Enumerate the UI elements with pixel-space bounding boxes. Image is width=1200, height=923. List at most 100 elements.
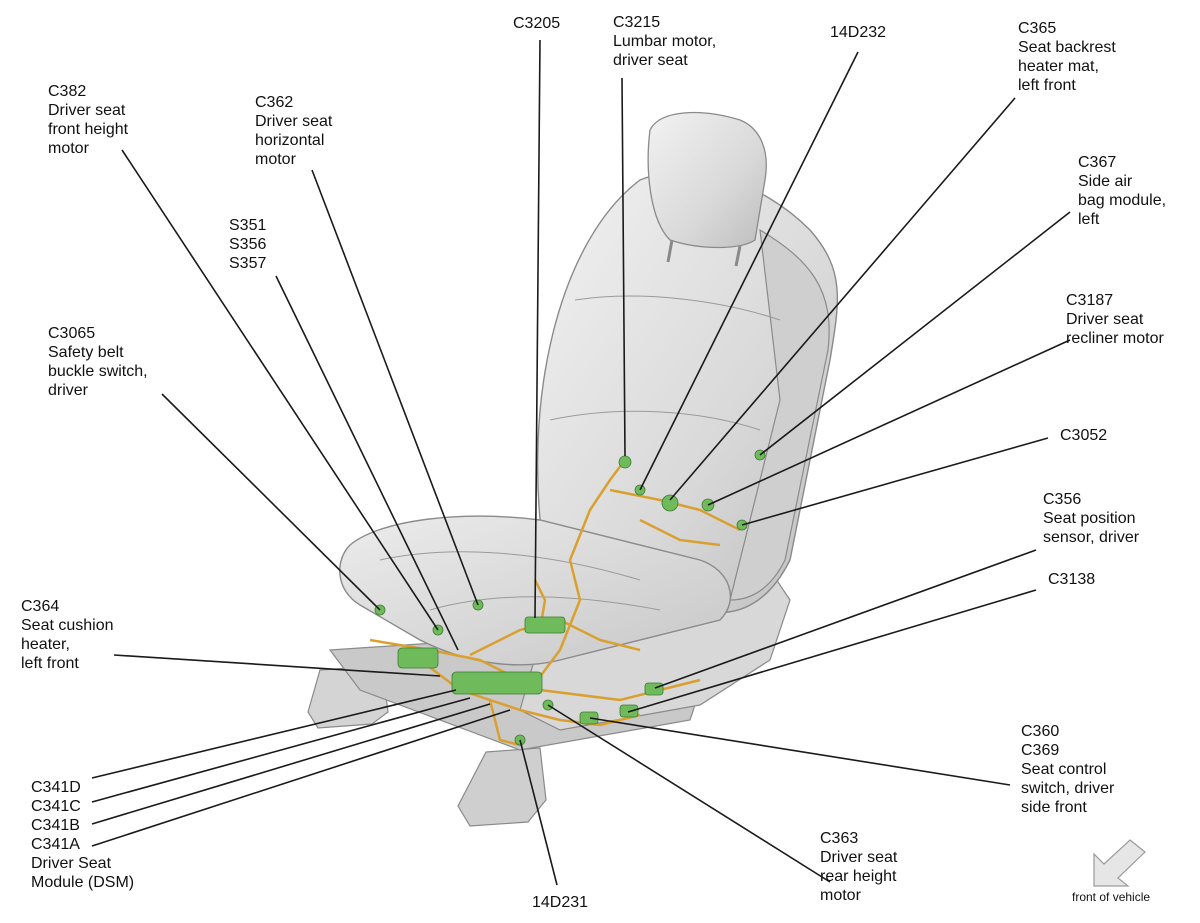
label-14d232: 14D232	[830, 23, 886, 42]
seat-illustration	[307, 112, 839, 827]
connector-c360	[579, 711, 599, 725]
leader-c341d	[91, 689, 457, 779]
connectors	[374, 449, 766, 746]
connector-c3215	[618, 455, 632, 469]
seat-backrest-bolster	[729, 228, 830, 601]
label-line: Seat control	[1021, 761, 1107, 778]
leader-c3215	[621, 77, 626, 457]
label-line: C341D	[31, 779, 81, 796]
leader-s351	[275, 275, 459, 651]
label-line: 14D232	[830, 24, 887, 41]
connector-dsm	[451, 671, 543, 695]
label-line: Safety belt	[48, 344, 124, 361]
label-line: C341A	[31, 836, 80, 853]
label-line: C3205	[513, 15, 561, 32]
label-line: left	[1078, 211, 1100, 228]
label-line: switch, driver	[1021, 780, 1115, 797]
connector-c3205	[524, 616, 566, 634]
label-line: C364	[21, 598, 60, 615]
label-line: Driver seat	[48, 102, 126, 119]
leader-14d232	[639, 51, 859, 491]
label-line: Side air	[1078, 173, 1133, 190]
label-line: C3138	[1048, 571, 1096, 588]
leader-c341b	[91, 703, 491, 825]
label-line: 14D231	[532, 894, 589, 911]
label-line: C382	[48, 83, 87, 100]
label-line: C3215	[613, 14, 661, 31]
label-line: C356	[1043, 491, 1082, 508]
label-line: heater,	[21, 636, 70, 653]
seat-headrest	[647, 112, 767, 249]
label-line: motor	[48, 140, 89, 157]
label-line: C341C	[31, 798, 81, 815]
label-line: C3052	[1060, 427, 1108, 444]
leader-c363	[547, 704, 831, 883]
label-line: Driver Seat	[31, 855, 112, 872]
leader-c382	[121, 149, 439, 631]
leader-c341a	[91, 709, 511, 847]
label-line: bag module,	[1078, 192, 1167, 209]
front-of-vehicle-arrow-icon	[1093, 839, 1146, 887]
label-line: C369	[1021, 742, 1060, 759]
label-line: front height	[48, 121, 129, 138]
label-line: Driver seat	[1066, 311, 1144, 328]
leader-c364	[113, 654, 441, 677]
label-line: sensor, driver	[1043, 529, 1140, 546]
label-line: left front	[1018, 77, 1076, 94]
leader-c367	[759, 211, 1071, 456]
label-line: C3187	[1066, 292, 1114, 309]
label-line: left front	[21, 655, 79, 672]
label-line: S356	[229, 236, 267, 253]
leader-c365	[669, 97, 1016, 501]
label-line: driver	[48, 382, 89, 399]
label-line: S357	[229, 255, 267, 272]
leader-c362	[311, 169, 479, 606]
label-line: Module (DSM)	[31, 874, 135, 891]
leader-c360	[589, 717, 1011, 786]
label-line: S351	[229, 217, 267, 234]
label-line: C365	[1018, 20, 1057, 37]
seat-leg-front	[457, 747, 547, 827]
leader-c3138	[627, 589, 1037, 713]
leader-lines	[91, 39, 1071, 886]
label-c3138: C3138	[1048, 570, 1095, 589]
label-line: recliner motor	[1066, 330, 1164, 347]
label-line: motor	[255, 151, 296, 168]
label-line: Seat backrest	[1018, 39, 1116, 56]
label-line: C363	[820, 830, 859, 847]
leader-14d231	[519, 739, 558, 886]
label-line: C341B	[31, 817, 80, 834]
leader-c3052	[741, 437, 1049, 526]
label-14d231: 14D231	[532, 893, 588, 912]
label-line: Seat cushion	[21, 617, 114, 634]
leader-c3205	[534, 39, 541, 619]
label-line: C3065	[48, 325, 96, 342]
label-line: side front	[1021, 799, 1087, 816]
connector-c356	[644, 682, 664, 696]
label-line: Driver seat	[255, 113, 333, 130]
label-front-of-vehicle: front of vehicle	[1072, 890, 1151, 904]
label-line: Seat position	[1043, 510, 1136, 527]
label-line: C367	[1078, 154, 1117, 171]
leader-c3065	[161, 393, 381, 611]
connector-cushion-heater	[397, 647, 439, 669]
label-line: Driver seat	[820, 849, 898, 866]
label-line: heater mat,	[1018, 58, 1099, 75]
label-line: driver seat	[613, 52, 688, 69]
leader-c3187	[707, 339, 1071, 506]
label-line: Lumbar motor,	[613, 33, 717, 50]
leader-c356	[654, 549, 1037, 689]
